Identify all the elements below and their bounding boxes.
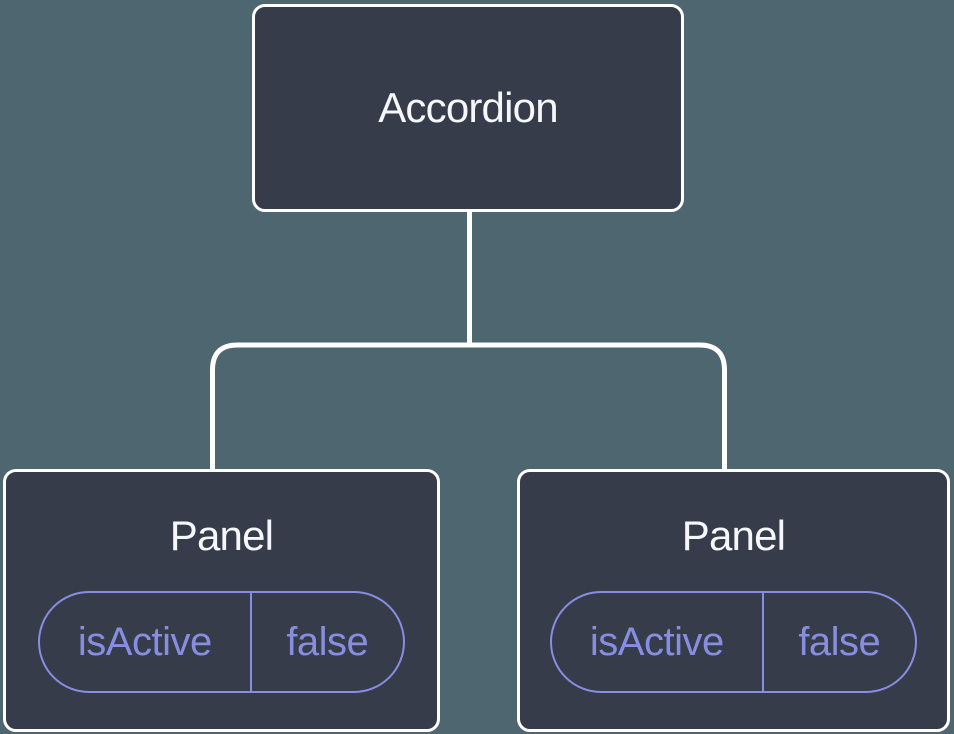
- connector-fork: [210, 342, 727, 471]
- state-pill: isActive false: [38, 591, 405, 693]
- state-value-label: false: [286, 619, 369, 664]
- panel-node-label: Panel: [681, 512, 786, 559]
- state-value-label: false: [798, 619, 881, 664]
- panel-node-label: Panel: [169, 512, 274, 559]
- state-key-label: isActive: [552, 593, 764, 691]
- accordion-node-label: Accordion: [378, 84, 558, 131]
- state-pill: isActive false: [550, 591, 917, 693]
- panel-node-left: Panel isActive false: [3, 469, 440, 732]
- state-key-label: isActive: [40, 593, 252, 691]
- accordion-node: Accordion: [252, 4, 684, 212]
- panel-node-right: Panel isActive false: [517, 469, 950, 732]
